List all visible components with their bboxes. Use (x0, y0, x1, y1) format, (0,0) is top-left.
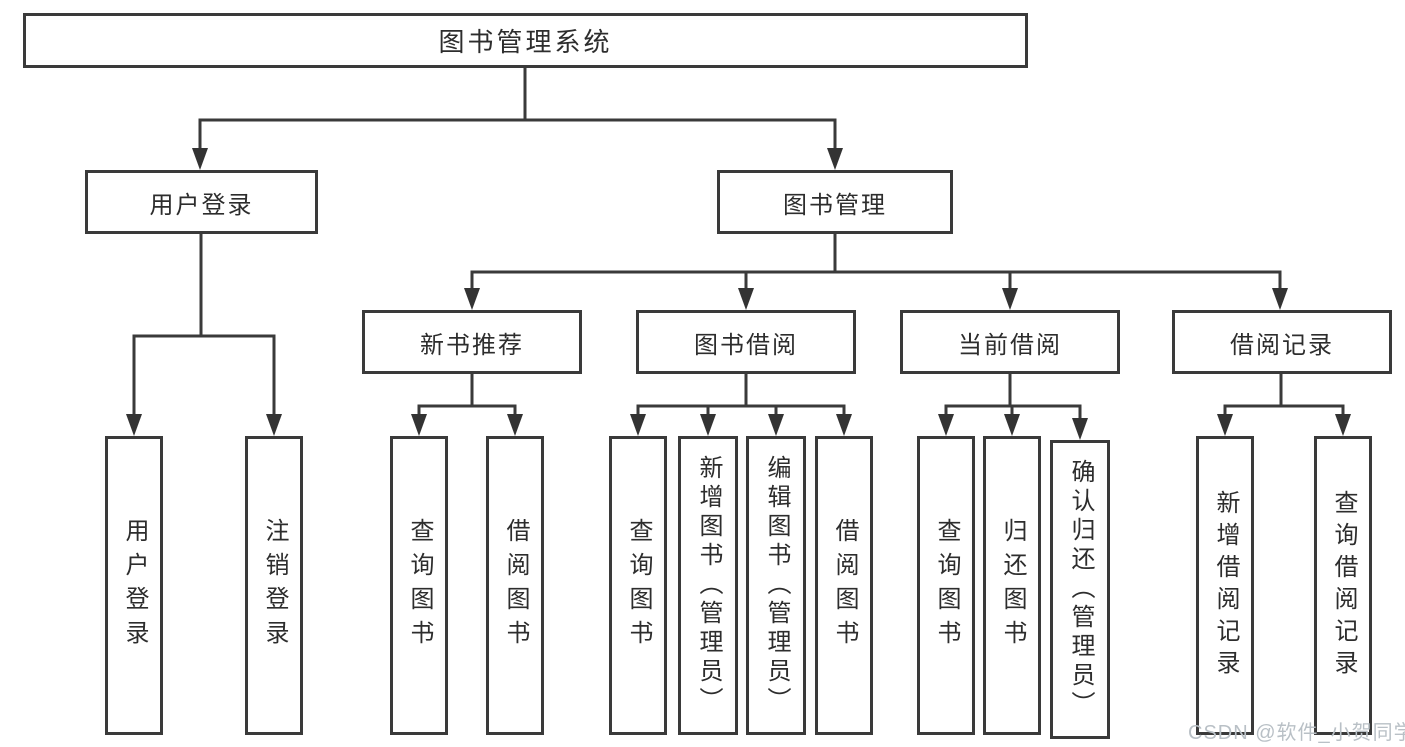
leaf-confirm-return-admin-label: 确认归还（管理员） (1067, 459, 1094, 720)
leaf-return-books-label: 归还图书 (999, 517, 1026, 654)
leaf-borrow-books-label: 借阅图书 (831, 517, 858, 654)
leaf-recommend-query-books-label: 查询图书 (406, 517, 433, 654)
leaf-borrow-books: 借阅图书 (815, 436, 873, 735)
leaf-recommend-query-books: 查询图书 (390, 436, 448, 735)
node-user-login-branch: 用户登录 (85, 170, 318, 234)
leaf-logout: 注销登录 (245, 436, 303, 735)
leaf-current-query-books-label: 查询图书 (933, 517, 960, 654)
leaf-borrow-query-books: 查询图书 (609, 436, 667, 735)
leaf-edit-books-admin-label: 编辑图书（管理员） (763, 455, 790, 716)
leaf-query-borrow-record: 查询借阅记录 (1314, 436, 1372, 735)
node-new-book-recommend-label: 新书推荐 (420, 331, 524, 359)
leaf-return-books: 归还图书 (983, 436, 1041, 735)
node-user-login-branch-label: 用户登录 (149, 191, 254, 219)
leaf-query-borrow-record-label: 查询借阅记录 (1330, 489, 1357, 682)
node-new-book-recommend: 新书推荐 (362, 310, 582, 374)
node-borrow-records: 借阅记录 (1172, 310, 1392, 374)
node-root: 图书管理系统 (23, 13, 1028, 68)
leaf-current-query-books: 查询图书 (917, 436, 975, 735)
leaf-user-login-label: 用户登录 (121, 517, 148, 654)
leaf-borrow-query-books-label: 查询图书 (625, 517, 652, 654)
leaf-add-borrow-record: 新增借阅记录 (1196, 436, 1254, 735)
node-book-borrow-label: 图书借阅 (694, 331, 798, 359)
leaf-add-books-admin-label: 新增图书（管理员） (695, 455, 722, 716)
node-root-label: 图书管理系统 (438, 27, 613, 57)
node-borrow-records-label: 借阅记录 (1230, 331, 1334, 359)
leaf-edit-books-admin: 编辑图书（管理员） (746, 436, 806, 735)
leaf-add-borrow-record-label: 新增借阅记录 (1212, 489, 1239, 682)
leaf-logout-label: 注销登录 (261, 517, 288, 654)
node-current-borrow-label: 当前借阅 (958, 331, 1062, 359)
leaf-add-books-admin: 新增图书（管理员） (678, 436, 738, 735)
leaf-recommend-borrow-books-label: 借阅图书 (502, 517, 529, 654)
leaf-recommend-borrow-books: 借阅图书 (486, 436, 544, 735)
leaf-user-login: 用户登录 (105, 436, 163, 735)
node-book-management-label: 图书管理 (783, 191, 887, 219)
node-book-management: 图书管理 (717, 170, 953, 234)
csdn-watermark: CSDN @软件_小贺同学 (1188, 722, 1405, 744)
node-current-borrow: 当前借阅 (900, 310, 1120, 374)
leaf-confirm-return-admin: 确认归还（管理员） (1050, 440, 1110, 739)
node-book-borrow: 图书借阅 (636, 310, 856, 374)
